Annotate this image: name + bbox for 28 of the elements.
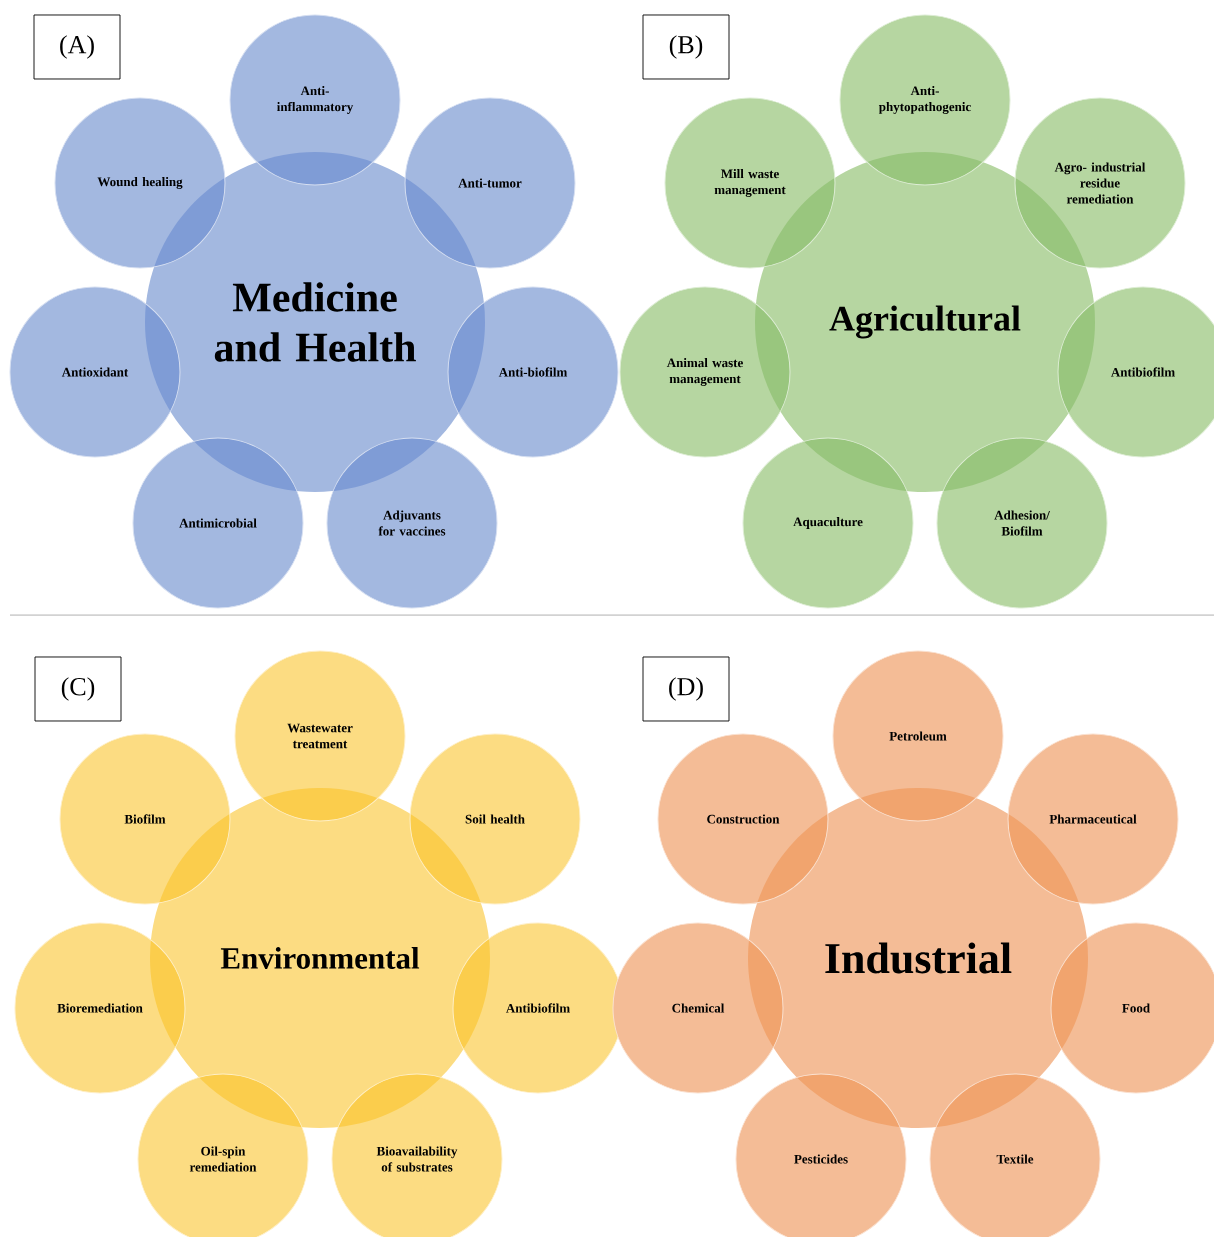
panel-label: (C) — [34, 656, 122, 722]
node-label: Bioavailability of substrates — [376, 1146, 458, 1172]
node-label: Adjuvants for vaccines — [378, 510, 446, 536]
node-label: Anti-biofilm — [498, 367, 568, 377]
node-label: Animal waste management — [666, 358, 743, 386]
node-label: Adhesion/ Biofilm — [994, 510, 1050, 536]
node-label: Pesticides — [794, 1154, 848, 1164]
node-label: Agricultural — [829, 305, 1021, 339]
node-label: Anti- phytopathogenic — [878, 86, 971, 114]
node-label: Textile — [996, 1154, 1034, 1164]
node-label: Aquaculture — [793, 517, 863, 529]
node-label: Bioremediation — [57, 1003, 143, 1013]
node-label: Food — [1122, 1003, 1150, 1013]
node-label: Antibiofilm — [1110, 367, 1175, 377]
node-label: Industrial — [825, 942, 1012, 974]
node-label: Petroleum — [889, 731, 947, 741]
node-label: Wastewater treatment — [287, 723, 353, 749]
node-label: Antibiofilm — [505, 1003, 570, 1013]
node-label: Oil-spin remediation — [189, 1146, 257, 1172]
node-label: Environmental — [220, 947, 420, 969]
node-label: Antioxidant — [61, 367, 129, 377]
node-label: Medicine and Health — [214, 282, 416, 362]
panel-label: (A) — [33, 14, 121, 80]
panel-label: (B) — [642, 14, 730, 80]
panel-label: (D) — [642, 656, 730, 722]
node-label: Anti- inflammatory — [277, 86, 354, 114]
node-label: Antimicrobial — [179, 518, 257, 528]
node-label: Chemical — [672, 1003, 725, 1013]
